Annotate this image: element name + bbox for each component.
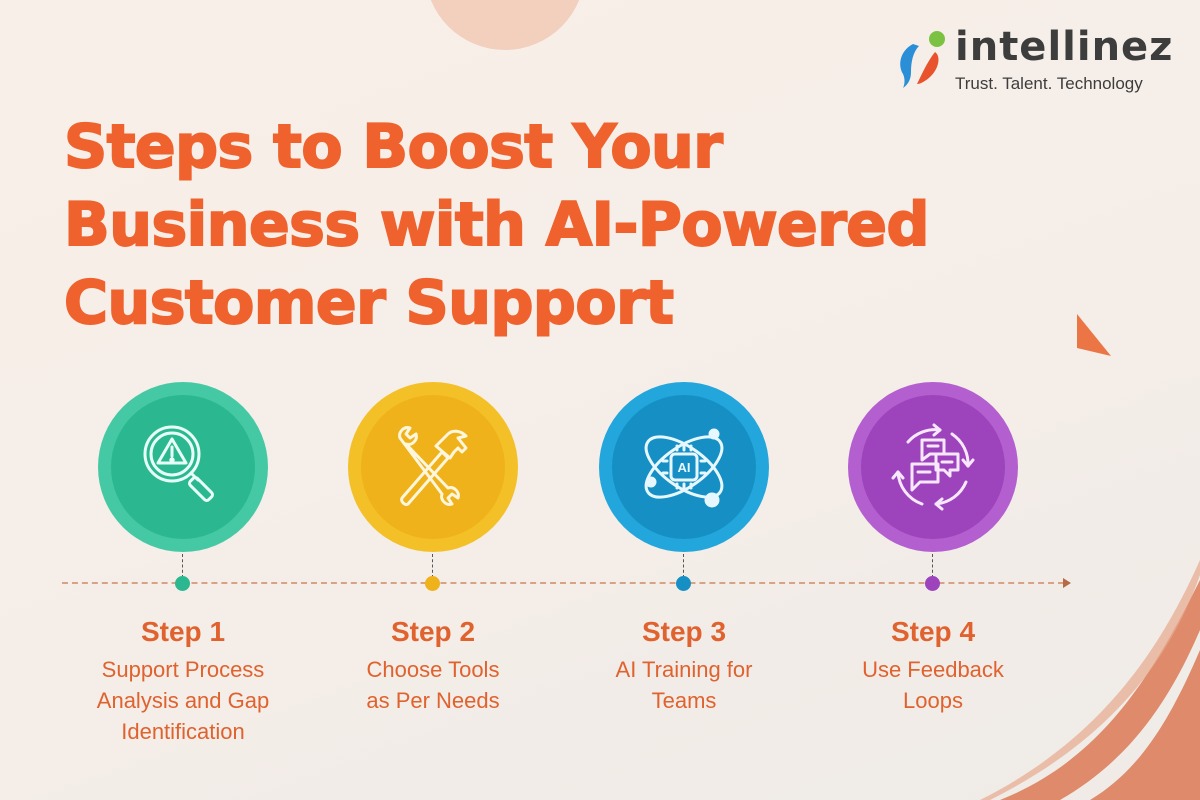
title-line-1: Steps to Boost Your (63, 111, 724, 183)
brand-name: intellinez (955, 24, 1174, 70)
magnifier-warning-icon (143, 425, 214, 502)
ai-chip-atom-icon: AI (644, 428, 724, 508)
step-3-label: Step 3 (641, 616, 727, 647)
timeline-arrow-icon (1063, 578, 1071, 588)
decorative-swoosh (980, 560, 1200, 800)
step-1-connector (182, 554, 183, 578)
brand-logo: intellinez Trust. Talent. Technology (895, 24, 1175, 100)
title-line-2: Business with AI-Powered (63, 189, 930, 261)
step-1: Step 1 Support Process Analysis and Gap … (63, 382, 303, 744)
step-4-circle (848, 382, 1018, 552)
step-4: Step 4 Use Feedback Loops (813, 382, 1053, 713)
logo-mark-icon (900, 31, 945, 88)
step-1-description: Support Process Analysis and Gap Identif… (96, 657, 270, 744)
step-2-description: Choose Tools as Per Needs (366, 657, 500, 713)
step-2-connector (432, 554, 433, 578)
step-4-description: Use Feedback Loops (862, 657, 1004, 713)
brand-tagline: Trust. Talent. Technology (955, 74, 1143, 93)
step-3-dot (676, 576, 691, 591)
step-2: Step 2 Choose Tools as Per Needs (313, 382, 553, 713)
step-3-circle: AI (599, 382, 769, 552)
wrench-hammer-icon (398, 426, 468, 506)
feedback-loop-chat-icon (891, 423, 975, 511)
step-4-connector (932, 554, 933, 578)
decorative-circle (425, 0, 585, 50)
title-line-3: Customer Support (63, 267, 675, 339)
step-2-circle (348, 382, 518, 552)
step-1-circle (98, 382, 268, 552)
step-2-label: Step 2 (390, 616, 476, 647)
step-2-dot (425, 576, 440, 591)
step-3-connector (683, 554, 684, 578)
decorative-triangle (1077, 314, 1111, 356)
step-3-description: AI Training for Teams (615, 657, 753, 713)
timeline-line (62, 582, 1064, 584)
step-1-dot (175, 576, 190, 591)
step-4-label: Step 4 (890, 616, 976, 647)
step-1-label: Step 1 (140, 616, 226, 647)
svg-text:AI: AI (678, 460, 691, 475)
page-title: Steps to Boost Your Business with AI-Pow… (63, 108, 930, 342)
step-4-dot (925, 576, 940, 591)
step-3: AI Step 3 AI Training for Teams (564, 382, 804, 713)
